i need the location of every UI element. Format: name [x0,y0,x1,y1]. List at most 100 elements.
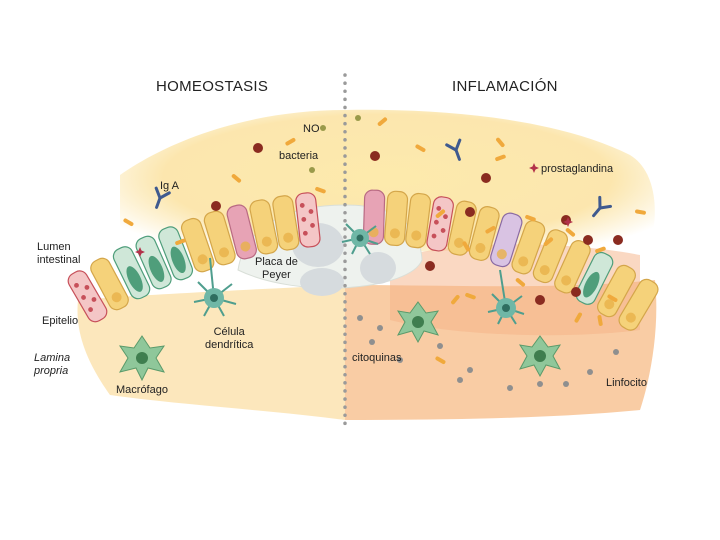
cytokine [563,381,569,387]
prostaglandin-molecule [135,247,145,257]
bacterium [315,186,326,194]
macrophage-left [118,335,166,382]
peyer-follicle [360,252,396,284]
cell-nucleus [148,255,165,282]
cytokine [507,385,513,391]
label-lumen-line1: Lumen [37,241,71,253]
label-lamina-propria: Lamina propria [34,352,70,378]
label-lamina-line2: propria [34,365,69,377]
mucus-granule [443,214,448,220]
epithelial-cell [67,270,108,323]
epithelial-cell [295,192,321,248]
mucus-granule [81,295,86,300]
antibody-iga-left [154,186,171,209]
bacterium [465,292,476,300]
cell-nucleus [625,312,636,323]
bacterium [525,214,536,222]
cytokine [377,325,383,331]
no-molecule [309,167,315,173]
label-placa-de-peyer: Placa de Peyer [255,256,298,282]
cell-nucleus [219,247,230,258]
lamina-propria-left [77,285,345,420]
label-placa-line1: Placa de [255,256,298,268]
bacterium [377,117,388,126]
antibody-right-2 [592,195,613,218]
no-molecule [355,115,361,121]
epithelial-cell [532,229,568,284]
label-lamina-line1: Lamina [34,352,71,364]
epithelial-cell [272,195,300,251]
cell-nucleus [126,266,143,292]
particles [123,115,646,391]
dark-particle [370,151,380,161]
dark-particle [425,261,435,271]
label-celula-dendritica: Célula dendrítica [205,326,253,352]
mucus-granule [88,307,93,312]
cell-nucleus [496,249,507,260]
label-celula-line1: Célula [213,326,245,338]
label-no: NO [303,123,320,135]
label-prostaglandina: prostaglandina [541,163,614,175]
label-iga: Ig A [160,180,179,192]
cytokine [357,315,363,321]
prostaglandin-molecule [563,217,573,227]
epithelial-cell [511,220,546,275]
bacterium [415,144,426,152]
bacterium [123,218,134,226]
epithelial-cell [468,206,500,261]
macrophage-right [396,301,440,344]
epithelial-cell [135,235,172,290]
mucus-granule [302,230,308,236]
mucus-granule [84,284,90,290]
dendritic-cell-peyer [341,223,379,255]
dark-particle [613,235,623,245]
bacterium [485,225,496,234]
bacterium [565,228,576,237]
cell-nucleus [583,271,600,298]
epithelial-cell [575,251,614,305]
bacterium [515,278,526,287]
dark-particle [253,143,263,153]
label-lumen: Lumen intestinal [37,241,80,267]
label-linfocito: Linfocito [606,377,647,389]
cell-nucleus [561,275,572,286]
header-inflamacion: INFLAMACIÓN [452,78,558,95]
cytokine [397,357,403,363]
bacterium [595,246,606,254]
bacterium [635,209,646,215]
mucus-granule [440,228,446,233]
epithelial-cell [596,264,636,318]
bacterium [543,237,554,246]
label-citoquinas: citoquinas [352,352,402,364]
cell-nucleus [240,241,251,252]
bacterium [175,238,186,246]
cell-nucleus [111,292,122,303]
cell-nucleus [454,237,465,248]
label-bacteria: bacteria [279,150,319,162]
no-molecule [320,125,326,131]
cytokine [467,367,473,373]
cell-nucleus [389,228,400,239]
dendritic-cell-left [193,257,237,317]
bacterium [495,154,506,162]
cytokine [437,343,443,349]
mucus-granule [301,216,307,222]
dark-particle [535,295,545,305]
cytokine [457,377,463,383]
prostaglandin-molecule [529,163,539,173]
epithelial-cell [384,190,409,247]
cell-nucleus [475,242,486,253]
label-celula-line2: dendrítica [205,339,254,351]
cell-nucleus [261,236,272,247]
bacterium [451,294,460,305]
dendritic-cell-right [487,269,525,325]
cell-nucleus [170,246,186,274]
bacterium [574,312,582,323]
cell-nucleus [518,256,529,267]
epithelium [67,189,659,331]
mucus-granule [310,223,315,228]
bacterium [496,137,505,148]
epithelial-cell [618,278,659,331]
